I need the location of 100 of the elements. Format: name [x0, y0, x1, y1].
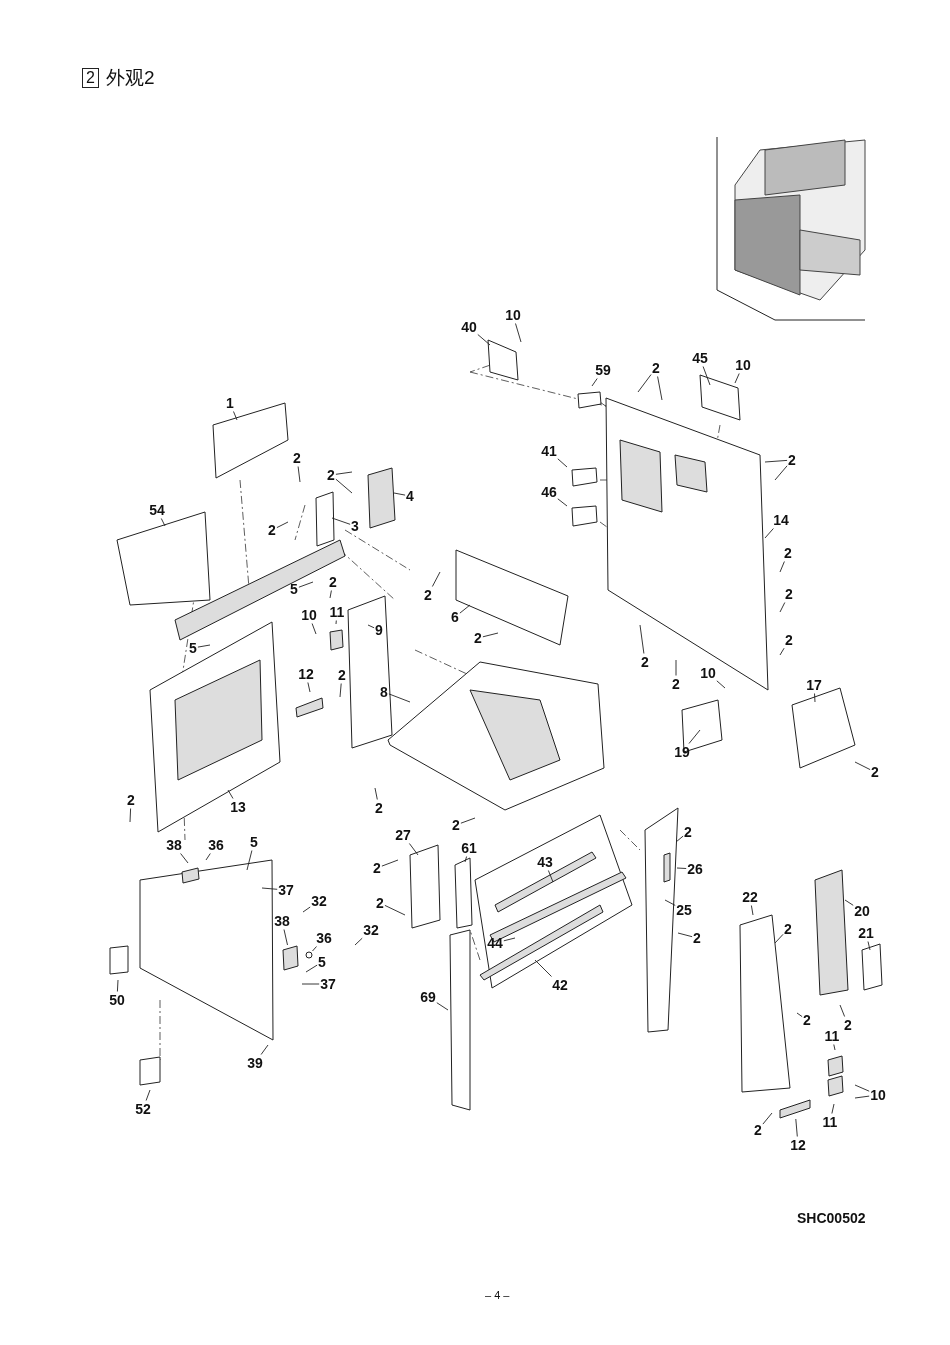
callout-number: 11 [329, 604, 345, 620]
callout-number: 22 [742, 889, 758, 905]
leader-line [779, 561, 785, 573]
callout-number: 32 [363, 922, 379, 938]
callout-number: 1 [226, 395, 234, 411]
leader-line [702, 366, 711, 386]
leader-line [591, 378, 598, 387]
callout-number: 2 [375, 800, 383, 816]
callout-number: 36 [208, 837, 224, 853]
screw-part [305, 951, 313, 959]
callout-number: 10 [735, 357, 751, 373]
leader-line [464, 856, 468, 863]
callout-number: 11 [824, 1028, 840, 1044]
leader-line [298, 581, 314, 588]
leader-line [459, 604, 471, 614]
callout-number: 39 [247, 1055, 263, 1071]
leader-line [283, 929, 288, 946]
callout-number: 14 [773, 512, 789, 528]
leader-line [796, 1012, 803, 1018]
leader-line [854, 1084, 870, 1092]
leader-line [233, 411, 238, 421]
leader-line [301, 983, 320, 985]
callout-number: 2 [329, 574, 337, 590]
callout-number: 2 [684, 824, 692, 840]
page-number: – 4 – [485, 1289, 510, 1302]
leader-line [716, 680, 726, 689]
callout-number: 2 [784, 545, 792, 561]
callout-number: 2 [424, 587, 432, 603]
callout-number: 10 [505, 307, 521, 323]
callout-number: 12 [298, 666, 314, 682]
leader-line [374, 787, 378, 800]
callout-number: 2 [327, 467, 335, 483]
leader-line [477, 334, 491, 346]
callout-number: 17 [806, 677, 822, 693]
callout-number: 2 [127, 792, 135, 808]
leader-line [302, 906, 311, 913]
leader-line [408, 843, 419, 856]
callout-number: 11 [822, 1114, 838, 1130]
callout-number: 10 [700, 665, 716, 681]
callout-number: 42 [552, 977, 568, 993]
callout-number: 2 [693, 930, 701, 946]
title: 外观2 [106, 67, 155, 89]
leader-line [762, 1112, 773, 1125]
leader-line [227, 789, 234, 799]
callout-number: 2 [652, 360, 660, 376]
leader-line [367, 624, 375, 629]
callout-number: 5 [250, 834, 258, 850]
leader-line [335, 478, 353, 494]
callout-number: 12 [790, 1137, 806, 1153]
leader-line [734, 373, 740, 384]
leader-line [276, 521, 289, 529]
leader-line [557, 498, 568, 507]
leader-line [831, 1103, 835, 1114]
callout-number: 37 [278, 882, 294, 898]
callout-number: 4 [406, 488, 414, 504]
callout-number: 9 [375, 622, 383, 638]
leader-line [774, 933, 784, 944]
callout-number: 19 [674, 744, 690, 760]
callout-number: 26 [687, 861, 703, 877]
leader-line [515, 323, 522, 343]
leader-line [675, 659, 677, 676]
callout-number: 2 [641, 654, 649, 670]
callout-number: 10 [301, 607, 317, 623]
callout-number: 2 [452, 817, 460, 833]
leader-line [329, 590, 332, 599]
callout-number: 8 [380, 684, 388, 700]
leader-line [677, 932, 693, 938]
callout-number: 59 [595, 362, 611, 378]
callout-number: 5 [290, 581, 298, 597]
leader-line [482, 632, 499, 638]
leader-line [664, 899, 676, 906]
leader-line [431, 571, 441, 587]
leader-line [145, 1089, 151, 1101]
leader-line [305, 964, 318, 973]
leader-line [750, 905, 754, 916]
leader-line [460, 817, 476, 824]
leader-line [557, 458, 568, 468]
callout-number: 2 [672, 676, 680, 692]
callout-number: 38 [274, 913, 290, 929]
callout-number: 32 [311, 893, 327, 909]
callout-number: 38 [166, 837, 182, 853]
callout-number: 2 [803, 1012, 811, 1028]
callout-number: 2 [785, 586, 793, 602]
leader-line [261, 887, 278, 890]
leader-line [657, 376, 663, 401]
leader-line [675, 835, 684, 843]
leader-line [844, 899, 854, 906]
callout-number: 37 [320, 976, 336, 992]
leader-line [331, 517, 351, 525]
callout-number: 2 [474, 630, 482, 646]
callout-number: 2 [784, 921, 792, 937]
callout-number: 20 [854, 903, 870, 919]
leader-line [160, 518, 166, 527]
leader-line [854, 761, 871, 771]
leader-line [779, 647, 785, 656]
drawing-code: SHC00502 [797, 1210, 866, 1226]
callout-number: 61 [461, 840, 477, 856]
leader-line [534, 959, 552, 977]
callout-number: 40 [461, 319, 477, 335]
leader-line [764, 459, 788, 463]
